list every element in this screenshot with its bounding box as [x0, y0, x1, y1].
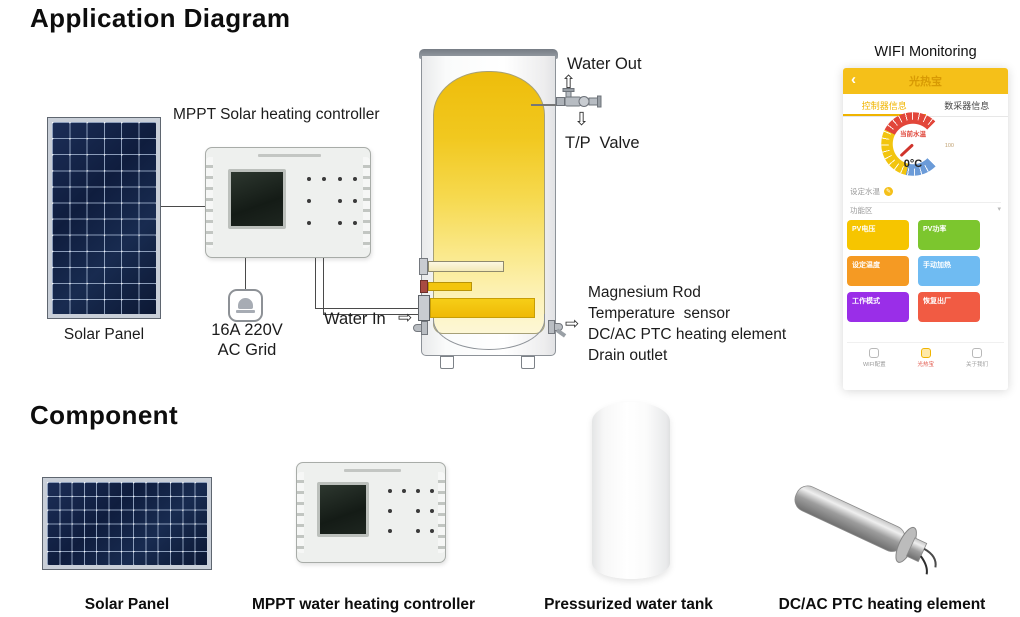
controller-screen	[317, 482, 369, 537]
solar-cells	[47, 482, 207, 565]
wire-panel-to-controller	[161, 206, 205, 207]
down-arrow-icon: ⇩	[574, 109, 590, 129]
ac-plug-icon	[228, 289, 263, 322]
ac-grid-label: 16A 220V AC Grid	[184, 320, 310, 360]
tank-top-cap	[419, 49, 558, 59]
bottom-tab-bar: WIFI配置 光热宝 关于我们	[847, 342, 1004, 368]
bottom-tab-about[interactable]: 关于我们	[966, 348, 988, 368]
wifi-monitoring-title: WIFI Monitoring	[874, 44, 977, 60]
drain-outlet-label: Drain outlet	[588, 347, 668, 364]
bottom-tab-label: 光热宝	[917, 362, 935, 368]
wire-controller-to-grid	[245, 258, 246, 289]
controller-keypad	[301, 168, 363, 234]
controller-label: MPPT Solar heating controller	[173, 106, 380, 123]
tank-hot-water	[433, 71, 545, 334]
magnesium-rod	[428, 261, 504, 272]
about-icon	[972, 348, 982, 358]
bottom-tab-wifi-config[interactable]: WIFI配置	[863, 348, 886, 368]
wire-controller-to-tank	[315, 308, 421, 309]
temperature-sensor	[428, 282, 472, 291]
controller-ridge	[438, 472, 445, 553]
right-arrow-icon: ⇨	[398, 308, 413, 327]
plug-pin	[238, 298, 253, 309]
set-temp-row: 设定水温 ✎	[850, 186, 1001, 203]
component-controller-label: MPPT water heating controller	[251, 596, 476, 613]
component-controller	[296, 462, 446, 563]
tab-controller-info[interactable]: 控制器信息	[843, 94, 926, 116]
set-temp-label: 设定水温	[850, 187, 880, 196]
component-tank-label: Pressurized water tank	[544, 596, 713, 613]
mode-row-label: 功能区	[850, 206, 873, 215]
home-icon	[920, 348, 931, 358]
application-diagram-title: Application Diagram	[30, 3, 291, 33]
wire-controller-to-tank	[315, 258, 316, 308]
bottom-tab-label: WIFI配置	[862, 362, 886, 368]
heating-element-port	[418, 295, 430, 321]
magnesium-rod-label: Magnesium Rod	[588, 284, 701, 301]
water-in-label: Water In	[324, 310, 386, 328]
solar-panel-label: Solar Panel	[63, 326, 145, 343]
water-out-label: Water Out	[567, 55, 642, 73]
wire-controller-to-tank	[323, 314, 421, 315]
gauge-max-label: 100	[944, 143, 954, 149]
temperature-gauge: 当前水温 0°C 100	[881, 112, 954, 176]
component-solar-panel	[42, 477, 212, 570]
tp-valve-label: T/P Valve	[565, 134, 640, 152]
controller-ridge	[206, 157, 213, 248]
temperature-sensor-label: Temperature sensor	[588, 305, 731, 322]
solar-panel-graphic	[47, 117, 161, 319]
ptc-heating-element	[430, 298, 535, 318]
function-tile-grid: PV电压 PV功率 设定温度 手动加热 工作模式 恢复出厂	[847, 220, 980, 322]
controller-ridge	[297, 472, 304, 553]
temperature-sensor-port	[420, 280, 428, 293]
app-header-title: 光热宝	[909, 76, 942, 88]
magnesium-rod-port	[419, 258, 428, 275]
tp-valve-icon	[556, 88, 602, 108]
tile-pv-power[interactable]: PV功率	[918, 220, 980, 250]
tile-factory-reset[interactable]: 恢复出厂	[918, 292, 980, 322]
chevron-down-icon[interactable]: ▾	[997, 206, 1001, 213]
tile-pv-voltage[interactable]: PV电压	[847, 220, 909, 250]
component-solar-panel-label: Solar Panel	[84, 596, 170, 613]
component-heating-element	[794, 485, 937, 575]
ac-grid-line1: 16A 220V	[211, 321, 283, 339]
controller-model-text	[344, 469, 401, 472]
water-inlet-fitting	[421, 321, 428, 335]
up-arrow-icon: ⇧	[561, 72, 577, 92]
tank-foot	[440, 356, 454, 369]
tile-work-mode[interactable]: 工作模式	[847, 292, 909, 322]
controller-ridge	[363, 157, 370, 248]
tile-set-temp[interactable]: 设定温度	[847, 256, 909, 286]
solar-cells	[52, 122, 156, 314]
ac-grid-line2: AC Grid	[217, 341, 277, 359]
tab-logger-info[interactable]: 数采器信息	[944, 100, 990, 111]
back-chevron-icon[interactable]: ‹	[851, 71, 856, 88]
tank-foot	[521, 356, 535, 369]
controller-keypad	[383, 481, 439, 541]
gauge-value: 0°C	[903, 158, 923, 170]
component-title: Component	[30, 400, 179, 430]
wifi-config-icon	[869, 348, 880, 358]
outlet-pipe	[531, 104, 557, 106]
heating-element-label: DC/AC PTC heating element	[588, 326, 787, 343]
right-arrow-icon: ⇨	[565, 314, 580, 333]
plug-base	[236, 310, 255, 313]
app-header: ‹ 光热宝	[843, 68, 1008, 94]
water-inlet-fitting	[413, 324, 422, 332]
wifi-app-phone: ‹ 光热宝 控制器信息 数采器信息 当前水温 0°C 100 设定水温 ✎ 功能…	[843, 68, 1008, 390]
controller-model-text	[258, 154, 321, 157]
controller-screen	[228, 169, 286, 229]
component-heater-label: DC/AC PTC heating element	[778, 596, 986, 613]
mppt-controller-graphic	[205, 147, 371, 258]
tile-manual-heat[interactable]: 手动加热	[918, 256, 980, 286]
bottom-tab-home[interactable]: 光热宝	[917, 348, 935, 368]
wire-controller-to-tank	[323, 258, 324, 314]
mode-row[interactable]: 功能区 ▾	[850, 205, 1001, 216]
component-pressurized-tank	[592, 402, 670, 579]
edit-icon[interactable]: ✎	[884, 187, 893, 196]
bottom-tab-label: 关于我们	[966, 362, 989, 368]
gauge-label: 当前水温	[900, 131, 926, 138]
